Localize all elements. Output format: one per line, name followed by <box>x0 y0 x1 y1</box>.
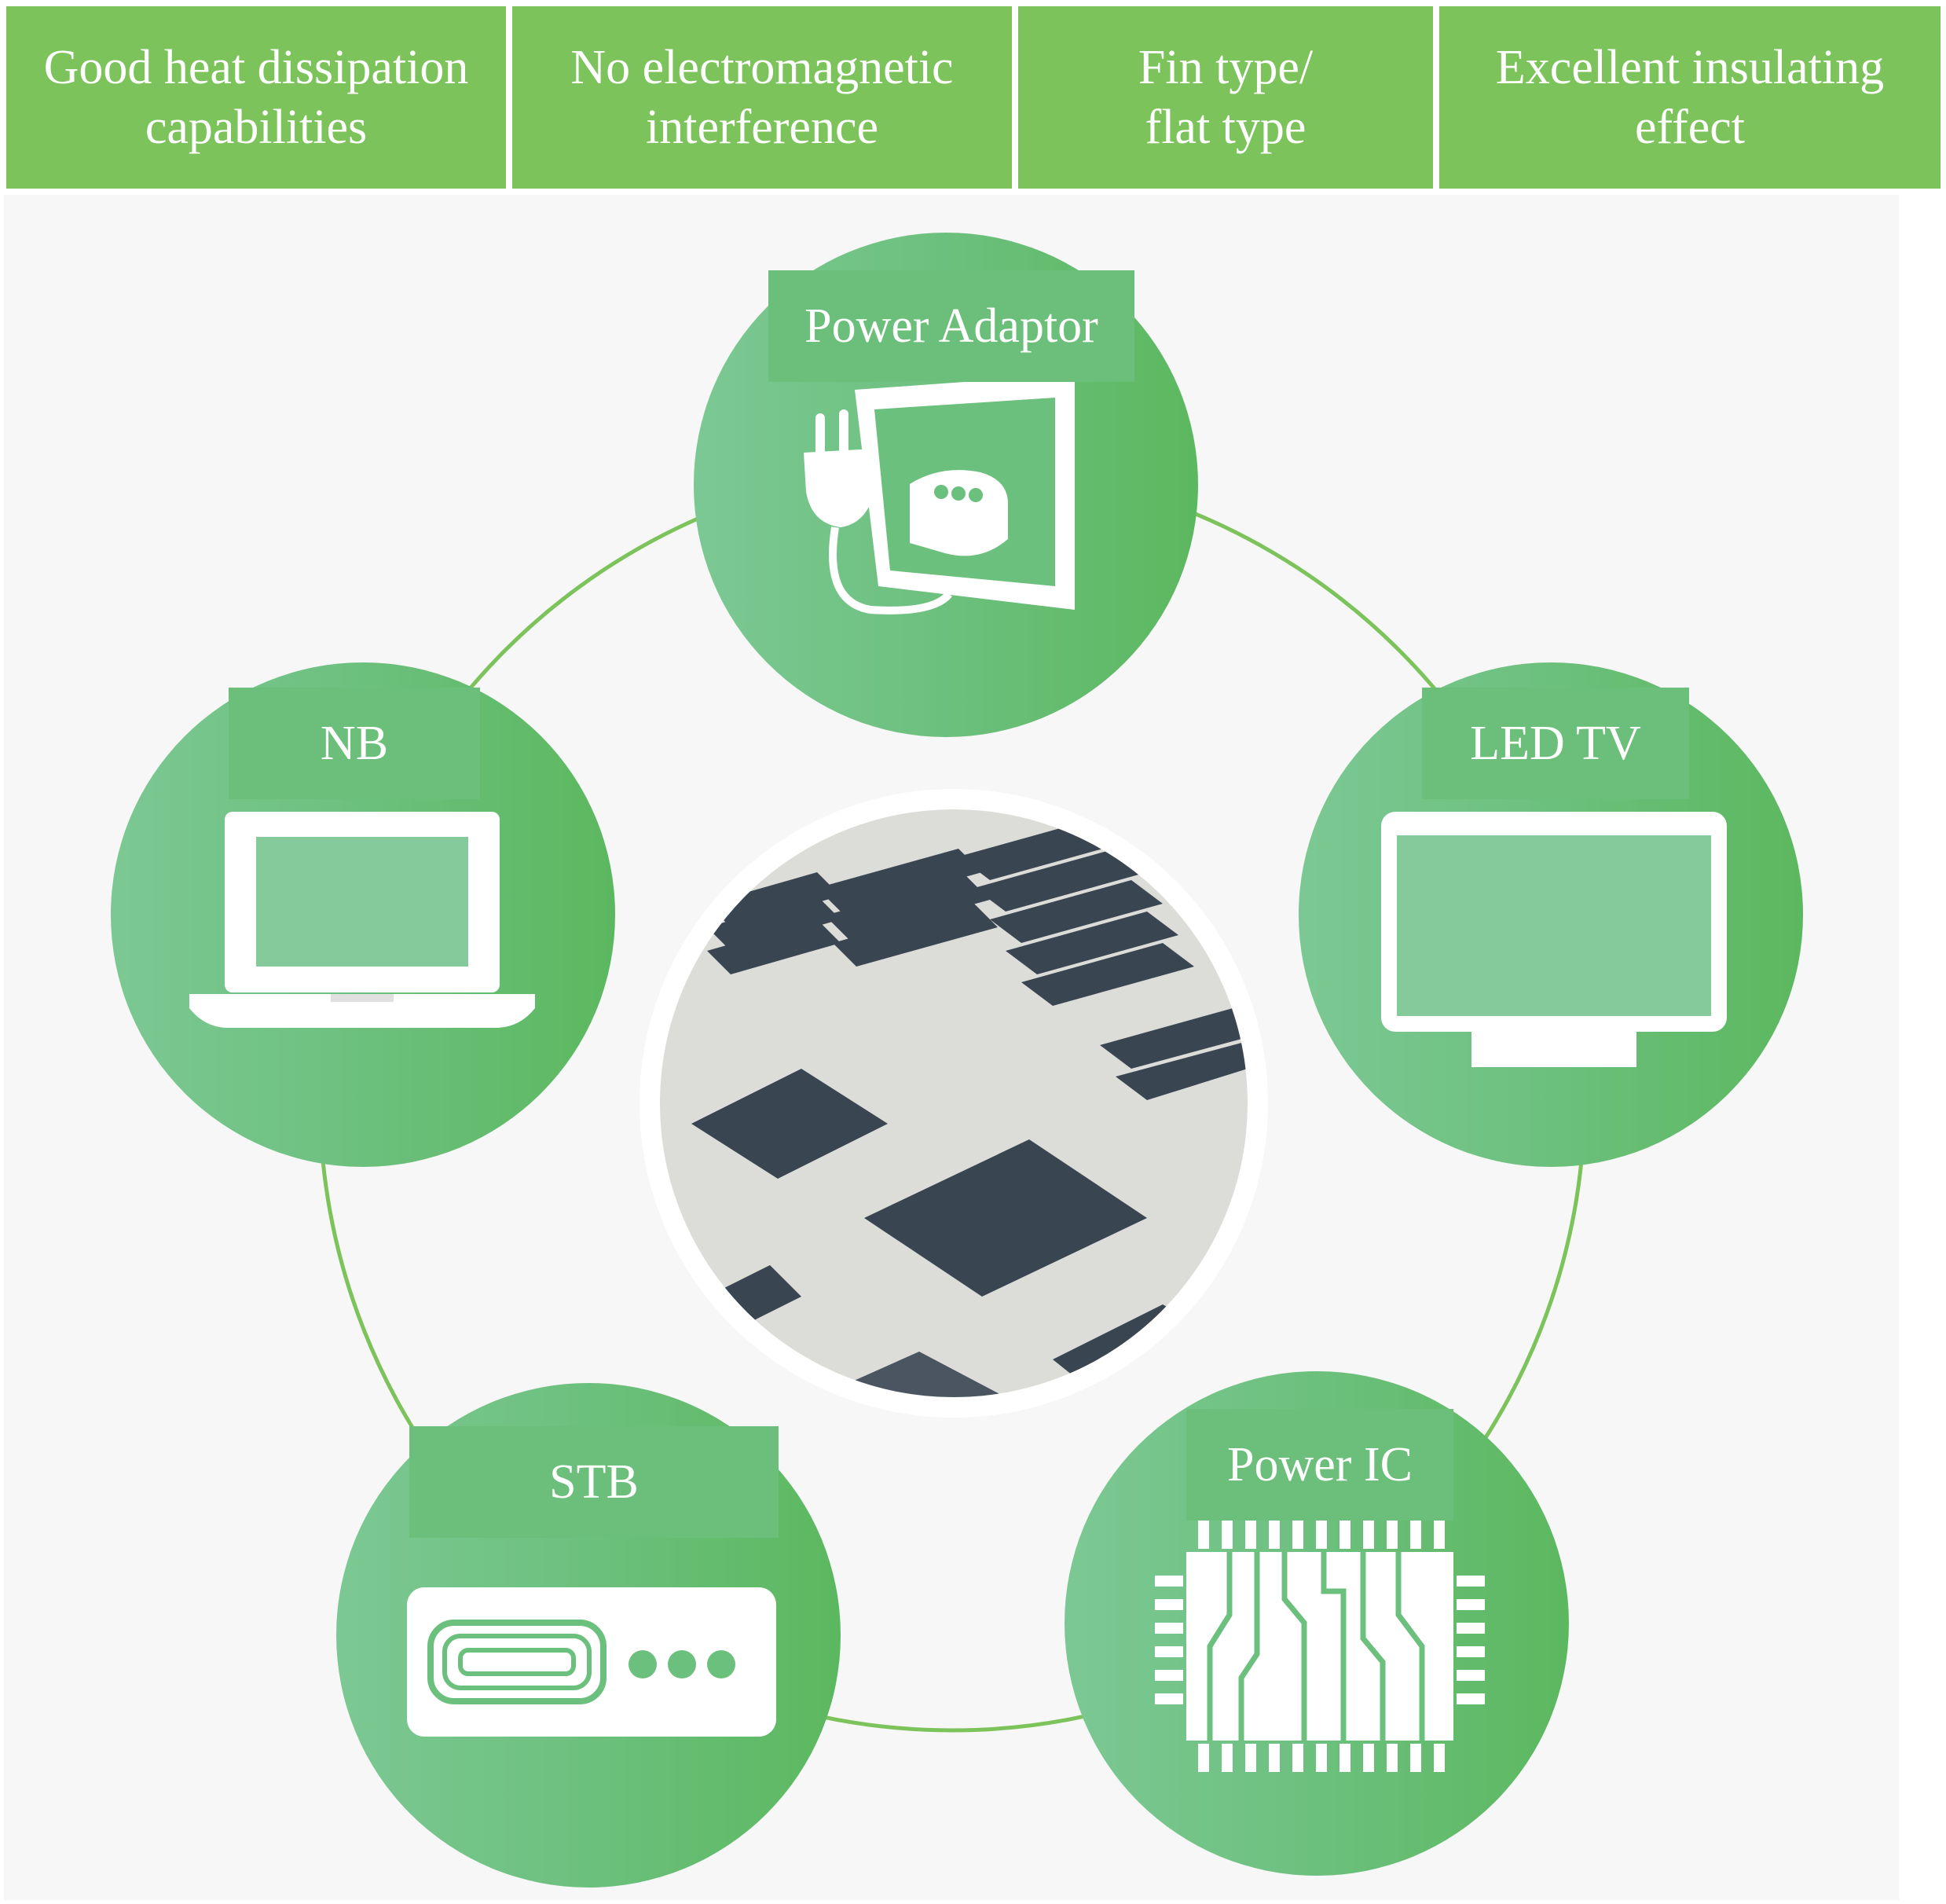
tv-monitor-icon <box>1381 812 1727 1067</box>
laptop-icon <box>189 812 535 1028</box>
label-led-tv: LED TV <box>1422 688 1689 799</box>
node-nb <box>111 662 615 1167</box>
plug-socket-icon <box>804 374 1075 614</box>
label-power-ic: Power IC <box>1186 1409 1453 1521</box>
thermal-pads-image <box>660 809 1248 1397</box>
features-header: Good heat dissipation capabilities No el… <box>0 0 1946 195</box>
label-nb: NB <box>229 688 480 799</box>
set-top-box-icon <box>407 1587 776 1737</box>
feature-heat-dissipation: Good heat dissipation capabilities <box>6 6 506 189</box>
label-stb: STB <box>409 1426 779 1538</box>
feature-no-emi: No electromagnetic interference <box>512 6 1012 189</box>
feature-fin-flat-type: Fin type/ flat type <box>1018 6 1433 189</box>
feature-insulating: Excellent insulating effect <box>1439 6 1941 189</box>
thermal-pads-photo <box>640 789 1268 1418</box>
chip-icon <box>1155 1521 1485 1772</box>
label-power-adaptor: Power Adaptor <box>768 270 1134 382</box>
